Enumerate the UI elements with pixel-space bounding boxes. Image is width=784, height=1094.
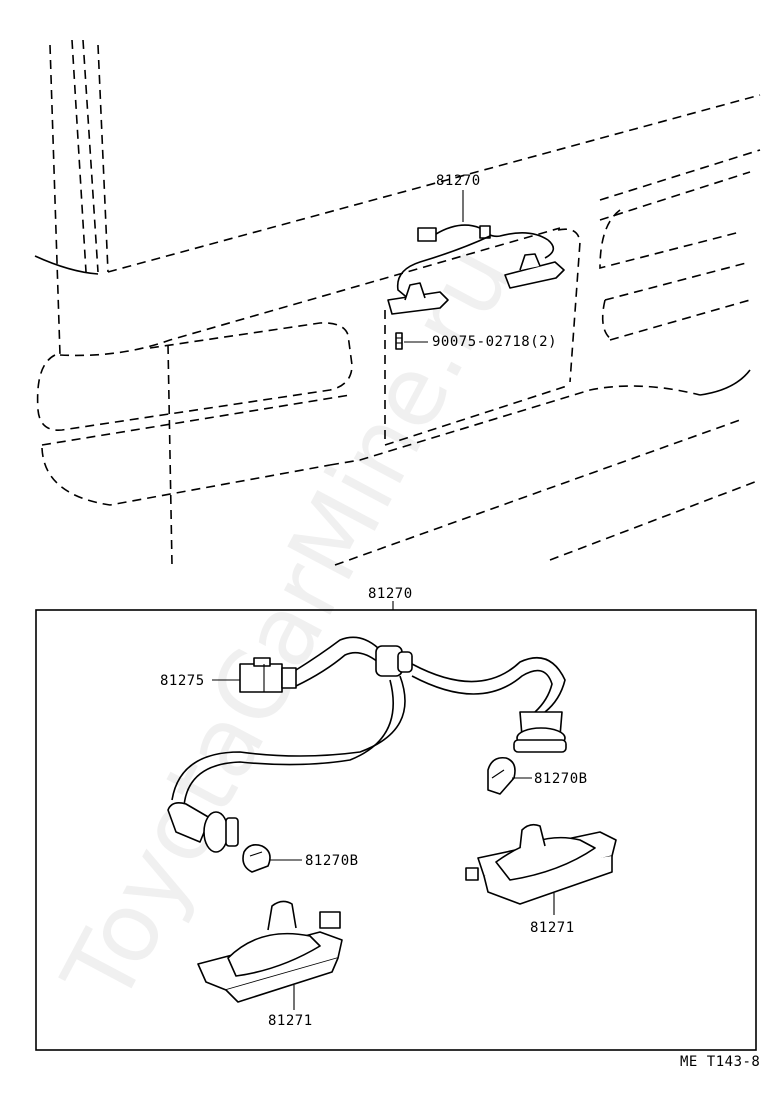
assembly-part-number: 81270 (436, 173, 481, 189)
socket-right (513, 711, 567, 753)
bulb-icon (487, 756, 516, 795)
lamp-right-part-number: 81271 (530, 920, 575, 936)
socket-left (167, 802, 239, 853)
connector-81275 (239, 657, 297, 693)
connector-part-number: 81275 (160, 673, 205, 689)
detail-box-title: 81270 (368, 586, 413, 602)
lamp-housing-left (197, 900, 343, 1003)
vehicle-outline (34, 39, 761, 566)
detail-box-frame (35, 609, 757, 1051)
lamp-housing-right (465, 823, 617, 905)
wire-harness (171, 636, 566, 807)
bulb-left-part-number: 81270B (305, 853, 359, 869)
screw-part-number: 90075-02718(2) (432, 334, 557, 350)
bulb-right-part-number: 81270B (534, 771, 588, 787)
bulb-icon (242, 844, 271, 873)
drawing-code: ME T143-8 (680, 1054, 760, 1070)
installed-harness (387, 224, 565, 315)
lamp-left-part-number: 81271 (268, 1013, 313, 1029)
screw-icon (395, 332, 403, 350)
